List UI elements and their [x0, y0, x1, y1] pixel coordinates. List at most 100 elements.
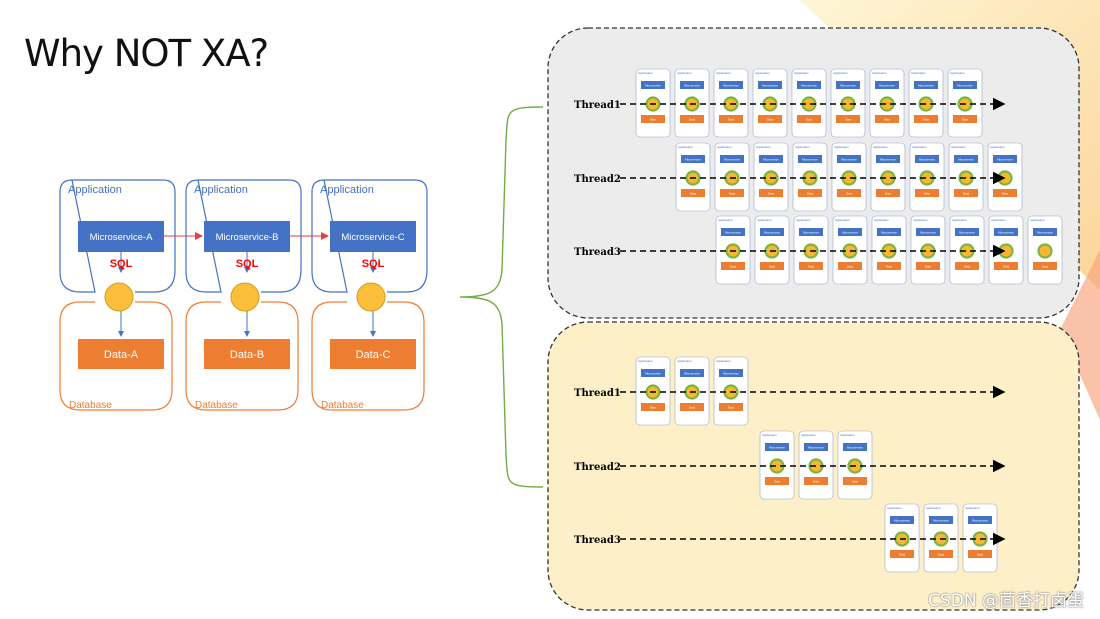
mini-service-label: Microservice	[685, 158, 701, 162]
mini-data-label: Data	[886, 265, 892, 269]
data-box	[330, 339, 416, 369]
mini-service-label: Microservice	[808, 446, 824, 450]
mini-application-label: Application	[638, 359, 653, 363]
data-label: Data-A	[104, 349, 139, 361]
database-container	[311, 301, 425, 411]
mini-service-box	[758, 81, 782, 89]
mini-data-box	[804, 477, 828, 485]
mini-data-label: Data	[1003, 265, 1009, 269]
mini-service-label: Microservice	[724, 158, 740, 162]
mini-data-label: Data	[964, 265, 970, 269]
mini-data-label: Data	[925, 265, 931, 269]
xa-thread-lanes: ApplicationMicroserviceDataApplicationMi…	[574, 68, 1063, 285]
mini-data-label: Data	[768, 192, 774, 196]
mini-application-label: Application	[716, 71, 731, 75]
mini-data-label: Data	[1002, 192, 1008, 196]
microservice-box	[330, 221, 416, 252]
mini-data-box	[929, 550, 953, 558]
mini-service-label: Microservice	[879, 84, 895, 88]
mini-application-label: Application	[872, 71, 887, 75]
mini-service-box	[836, 81, 860, 89]
mini-data-label: Data	[730, 265, 736, 269]
mini-service-box	[721, 228, 745, 236]
mini-service-box	[760, 228, 784, 236]
mini-service-label: Microservice	[723, 372, 739, 376]
mini-service-label: Microservice	[842, 231, 858, 235]
mini-application-label: Application	[926, 506, 941, 510]
architecture-diagram: ApplicationMicroservice-ASQLData-ADataba…	[59, 179, 428, 411]
mini-service-box	[680, 81, 704, 89]
mini-service-label: Microservice	[972, 519, 988, 523]
mini-service-label: Microservice	[894, 519, 910, 523]
thread-label: Thread1	[574, 388, 621, 399]
mini-data-label: Data	[689, 118, 695, 122]
mini-service-box	[720, 155, 744, 163]
mini-data-box	[765, 477, 789, 485]
mini-service-label: Microservice	[920, 231, 936, 235]
application-label: Application	[194, 184, 248, 196]
mini-service-box	[838, 228, 862, 236]
mini-data-box	[843, 477, 867, 485]
mini-application-label: Application	[716, 359, 731, 363]
mini-service-box	[719, 81, 743, 89]
mini-application-label: Application	[638, 71, 653, 75]
data-box	[78, 339, 164, 369]
sql-label: SQL	[110, 258, 133, 270]
mini-application-label: Application	[1030, 218, 1045, 222]
grouping-brace	[459, 106, 544, 488]
database-container	[59, 301, 173, 411]
sql-label: SQL	[362, 258, 385, 270]
mini-service-box	[680, 369, 704, 377]
thread-label: Thread3	[574, 535, 621, 546]
mini-data-label: Data	[923, 118, 929, 122]
mini-data-label: Data	[767, 118, 773, 122]
mini-data-label: Data	[845, 118, 851, 122]
mini-data-label: Data	[690, 192, 696, 196]
mini-service-box	[954, 155, 978, 163]
mini-data-box	[758, 115, 782, 123]
mini-data-label: Data	[962, 118, 968, 122]
mini-data-box	[680, 403, 704, 411]
mini-service-box	[877, 228, 901, 236]
mini-data-label: Data	[938, 553, 944, 557]
mini-service-box	[929, 516, 953, 524]
mini-data-box	[1033, 262, 1057, 270]
corner-decoration-accent	[1060, 250, 1100, 420]
mini-service-box	[765, 443, 789, 451]
mini-data-label: Data	[846, 192, 852, 196]
mini-data-box	[641, 403, 665, 411]
mini-service-box	[890, 516, 914, 524]
mini-data-box	[838, 262, 862, 270]
mini-data-box	[877, 262, 901, 270]
mini-service-box	[797, 81, 821, 89]
database-container	[185, 301, 299, 411]
mini-data-label: Data	[728, 406, 734, 410]
mini-data-box	[798, 189, 822, 197]
mini-application-label: Application	[796, 218, 811, 222]
mini-data-box	[875, 115, 899, 123]
mini-data-label: Data	[963, 192, 969, 196]
mini-application-label: Application	[887, 506, 902, 510]
mini-data-label: Data	[689, 406, 695, 410]
mini-data-box	[837, 189, 861, 197]
mini-data-label: Data	[847, 265, 853, 269]
mini-application-label: Application	[834, 145, 849, 149]
mini-service-box	[719, 369, 743, 377]
mini-data-label: Data	[885, 192, 891, 196]
mini-application-label: Application	[678, 145, 693, 149]
